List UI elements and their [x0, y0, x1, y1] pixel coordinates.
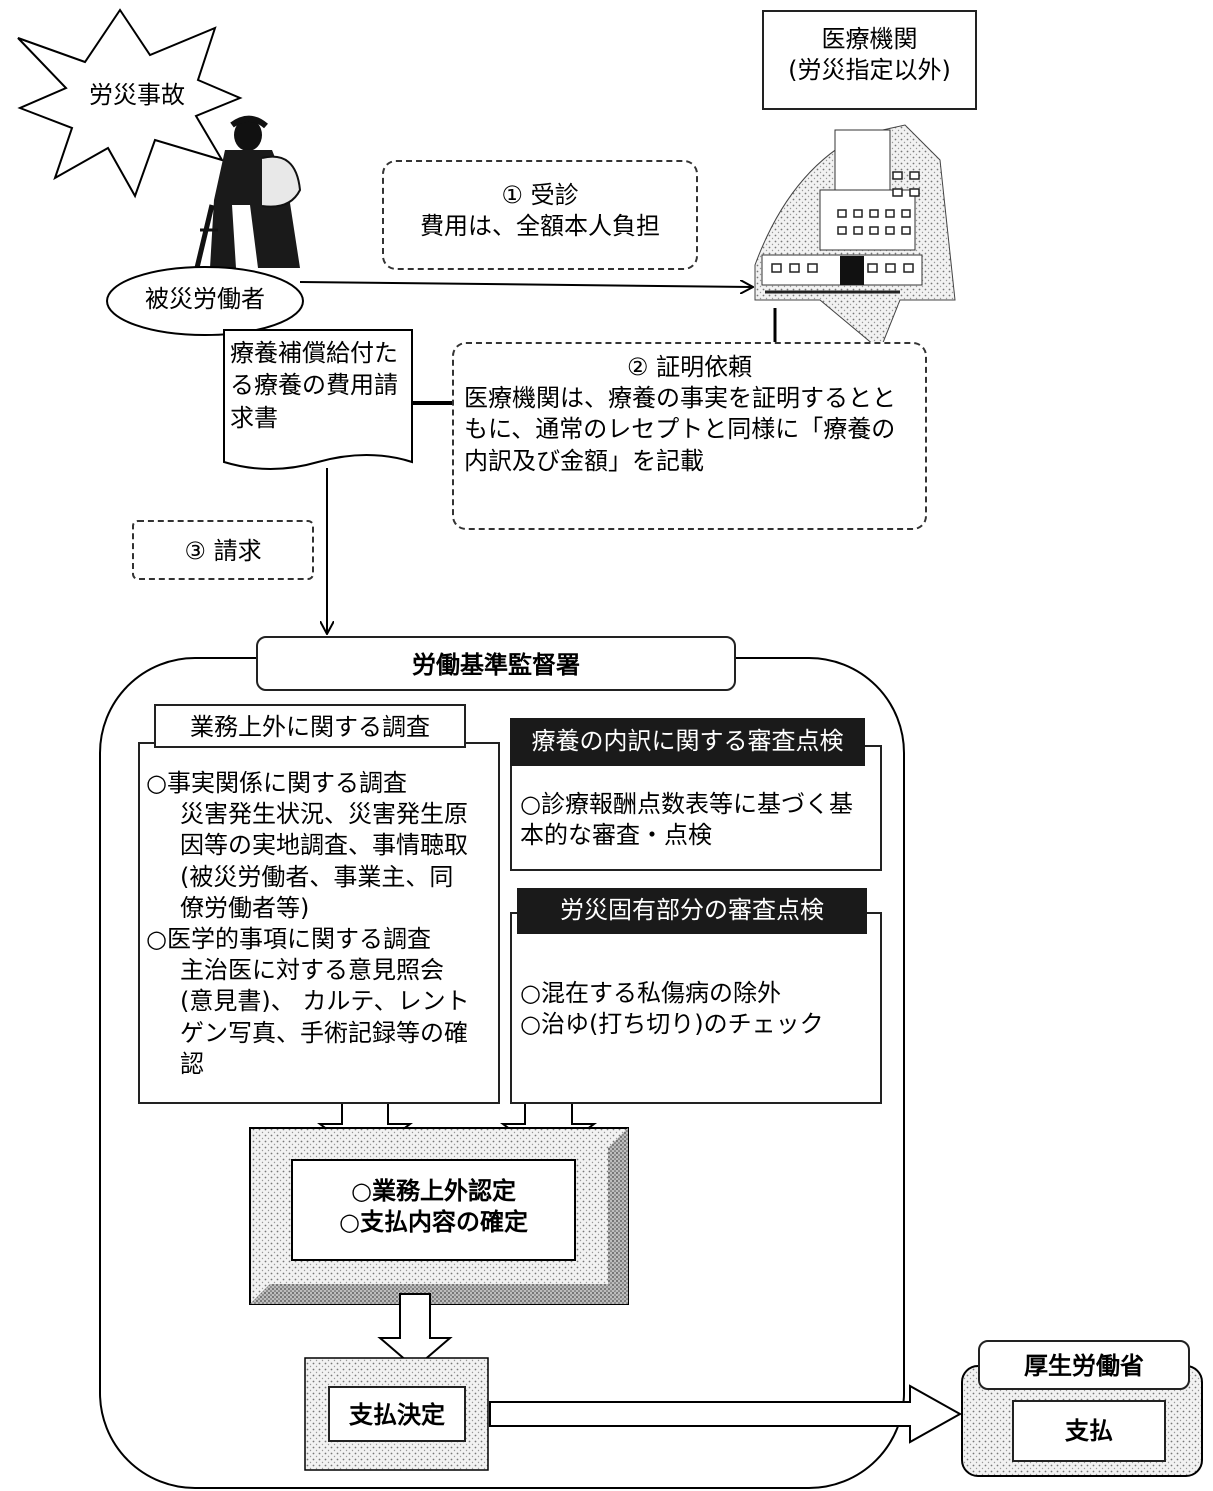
- ministry-payment: 支払: [1065, 1417, 1113, 1445]
- review1-panel: ○診療報酬点数表等に基づく基本的な審査・点検: [510, 745, 882, 871]
- claim-document-shape: [223, 329, 413, 470]
- step3-title: ③ 請求: [184, 537, 262, 565]
- ministry-payment-box: 支払: [1012, 1400, 1166, 1462]
- decision-item-1: ○業務上外認定: [351, 1177, 516, 1205]
- review2-panel: ○混在する私傷病の除外 ○治ゆ(打ち切り)のチェック: [510, 912, 882, 1104]
- office-title: 労働基準監督署: [412, 651, 580, 679]
- investigation-item-1-head: ○事実関係に関する調査: [146, 769, 407, 797]
- arrow-to-payment-decision: [377, 1293, 453, 1370]
- step2-title: ② 証明依頼: [626, 353, 753, 381]
- review1-text: ○診療報酬点数表等に基づく基本的な審査・点検: [520, 790, 853, 850]
- accident-burst: [17, 8, 243, 199]
- hospital-box: 医療機関 (労災指定以外): [762, 10, 977, 110]
- hospital-name: 医療機関: [821, 25, 918, 53]
- worker-ellipse: [106, 266, 304, 336]
- arrow-to-hospital: [299, 282, 752, 287]
- review2-title: 労災固有部分の審査点検: [560, 896, 824, 924]
- step1-title: ① 受診: [501, 181, 579, 209]
- review1-title-box: 療養の内訳に関する審査点検: [510, 718, 865, 766]
- investigation-item-2: ○医学的事項に関する調査 主治医に対する意見照会(意見書)、 カルテ、レントゲン…: [146, 924, 498, 1080]
- review2-item-2: ○治ゆ(打ち切り)のチェック: [520, 1010, 824, 1039]
- worker-label: 被災労働者: [145, 285, 265, 313]
- investigation-item-1-body: 災害発生状況、災害発生原因等の実地調査、事情聴取(被災労働者、事業主、同僚労働者…: [180, 800, 468, 922]
- arrow-to-ministry: [489, 1384, 963, 1444]
- decision-content: ○業務上外認定 ○支払内容の確定: [292, 1176, 575, 1238]
- step1-text: 費用は、全額本人負担: [420, 212, 660, 241]
- review2-item-1: ○混在する私傷病の除外: [520, 979, 781, 1007]
- payment-decision-label: 支払決定: [349, 1401, 445, 1429]
- ministry-title: 厚生労働省: [1024, 1352, 1144, 1380]
- hospital-note: (労災指定以外): [788, 56, 951, 85]
- decision-frame: [249, 1127, 629, 1305]
- investigation-title: 業務上外に関する調査: [190, 713, 430, 741]
- step1-box: ① 受診 費用は、全額本人負担: [382, 160, 698, 270]
- review2-title-box: 労災固有部分の審査点検: [517, 888, 867, 934]
- ministry-title-box: 厚生労働省: [978, 1340, 1190, 1390]
- claim-form-text: 療養補償給付たる療養の費用請求書: [230, 339, 398, 432]
- step3-box: ③ 請求: [132, 520, 314, 580]
- payment-decision-box: 支払決定: [328, 1386, 466, 1442]
- office-title-box: 労働基準監督署: [256, 636, 736, 691]
- investigation-panel: ○事実関係に関する調査 災害発生状況、災害発生原因等の実地調査、事情聴取(被災労…: [138, 742, 500, 1104]
- accident-label: 労災事故: [89, 81, 185, 109]
- hospital-building-icon: [754, 124, 956, 351]
- step2-text: 医療機関は、療養の事実を証明するとともに、通常のレセプトと同様に「療養の内訳及び…: [464, 384, 896, 475]
- investigation-title-box: 業務上外に関する調査: [154, 704, 466, 748]
- decision-item-2: ○支払内容の確定: [339, 1208, 528, 1237]
- review1-title: 療養の内訳に関する審査点検: [531, 727, 844, 755]
- investigation-item-1: ○事実関係に関する調査 災害発生状況、災害発生原因等の実地調査、事情聴取(被災労…: [146, 756, 498, 924]
- investigation-item-2-body: 主治医に対する意見照会(意見書)、 カルテ、レントゲン写真、手術記録等の確認: [180, 956, 470, 1078]
- injured-worker-icon: [193, 115, 302, 273]
- step2-box: ② 証明依頼 医療機関は、療養の事実を証明するとともに、通常のレセプトと同様に「…: [452, 342, 927, 530]
- investigation-item-2-head: ○医学的事項に関する調査: [146, 924, 431, 953]
